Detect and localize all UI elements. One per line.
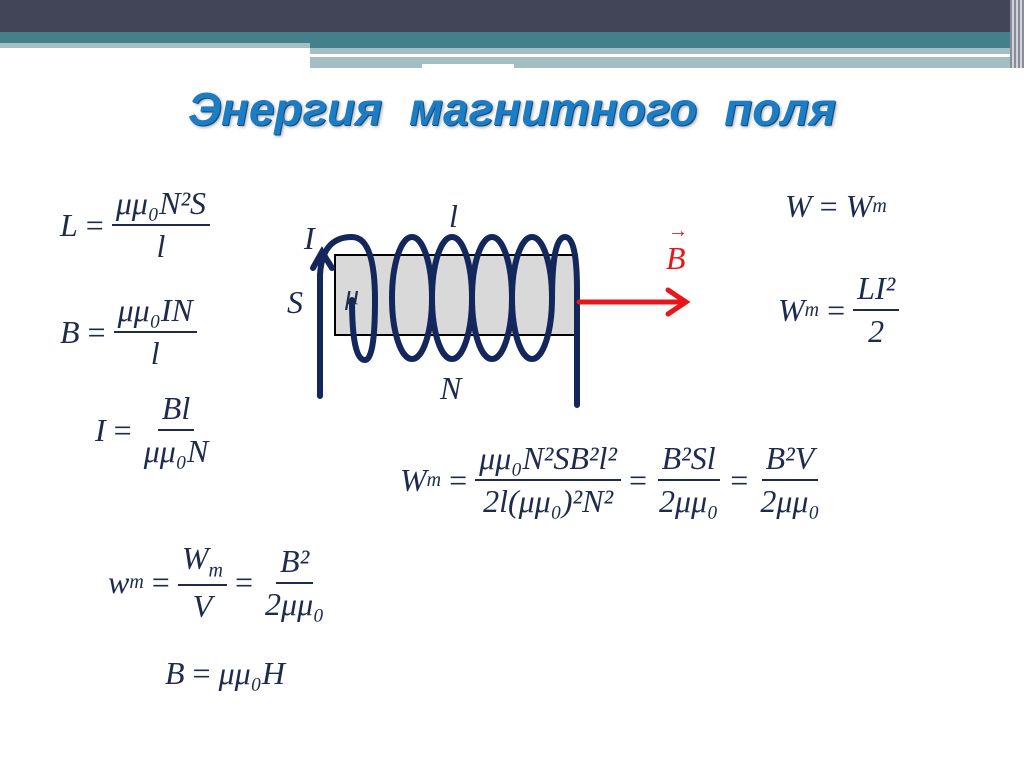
current-arrowhead	[310, 246, 335, 271]
coil-lead-left	[317, 233, 379, 399]
subscript: m	[804, 298, 820, 321]
lhs: W	[785, 188, 812, 224]
denominator: μμ₀N	[143, 433, 209, 469]
numerator: LI²	[853, 270, 900, 311]
label-length: l	[449, 198, 458, 234]
numerator: B²V	[761, 440, 819, 481]
equals: =	[85, 206, 104, 243]
denominator: 2μμ₀	[659, 483, 719, 519]
lhs: w	[108, 564, 130, 601]
label-permeability: μ	[345, 280, 360, 311]
lhs: I	[95, 411, 106, 448]
label-turns: N	[440, 370, 462, 406]
coil-lead-right	[549, 233, 580, 408]
lhs: W	[778, 291, 805, 328]
header-white-strip	[310, 54, 485, 57]
equals: =	[151, 564, 170, 601]
lhs: W	[400, 461, 427, 498]
equals: =	[87, 313, 106, 350]
header-light-band-right2	[310, 57, 1024, 68]
label-current: I	[304, 220, 315, 256]
numerator: μμ₀IN	[113, 292, 197, 333]
rhs: W	[845, 188, 873, 224]
formula-b-h: B= μμ₀H	[165, 655, 285, 692]
vector-arrow: →	[668, 220, 688, 242]
slide-title: Энергия магнитного поля	[187, 83, 837, 135]
equals: =	[449, 461, 468, 498]
equals: =	[113, 411, 132, 448]
numerator: μμ₀N²SB²l²	[475, 440, 621, 481]
denominator: 2l(μμ₀)²N²	[483, 483, 614, 519]
field-symbol: B	[666, 240, 686, 276]
label-field: → B	[666, 220, 688, 277]
denominator: V	[192, 588, 213, 625]
header-light-band-right	[310, 48, 1024, 54]
numerator-base: W	[181, 540, 209, 576]
subscript: m	[872, 195, 887, 217]
header-dark-band	[0, 0, 1024, 32]
label-area: S	[287, 284, 303, 320]
header-white-strip2	[422, 64, 514, 68]
numerator: B²Sl	[657, 440, 720, 481]
field-arrowhead	[665, 287, 691, 317]
subscript: m	[129, 571, 144, 594]
numerator: Wm	[177, 540, 227, 587]
equals: =	[730, 461, 749, 498]
numerator: B²	[276, 543, 314, 584]
header-edge-lines	[1010, 0, 1024, 68]
rhs: μμ₀H	[218, 655, 285, 691]
header-light-band	[0, 43, 310, 48]
equals: =	[192, 655, 211, 691]
lhs: L	[60, 206, 78, 243]
subscript: m	[426, 468, 442, 491]
equals: =	[234, 564, 253, 601]
equals: =	[628, 461, 648, 498]
numerator: Bl	[157, 390, 195, 431]
numerator: μμ₀N²S	[111, 185, 211, 226]
equals: =	[827, 291, 846, 328]
denominator: l	[156, 228, 166, 264]
equals: =	[819, 188, 838, 224]
denominator: 2	[868, 313, 885, 349]
denominator: l	[150, 335, 160, 371]
subscript: m	[208, 559, 223, 582]
denominator: 2μμ₀	[760, 483, 820, 519]
lhs: B	[60, 313, 80, 350]
lhs: B	[165, 655, 185, 691]
denominator: 2μμ₀	[265, 585, 325, 622]
